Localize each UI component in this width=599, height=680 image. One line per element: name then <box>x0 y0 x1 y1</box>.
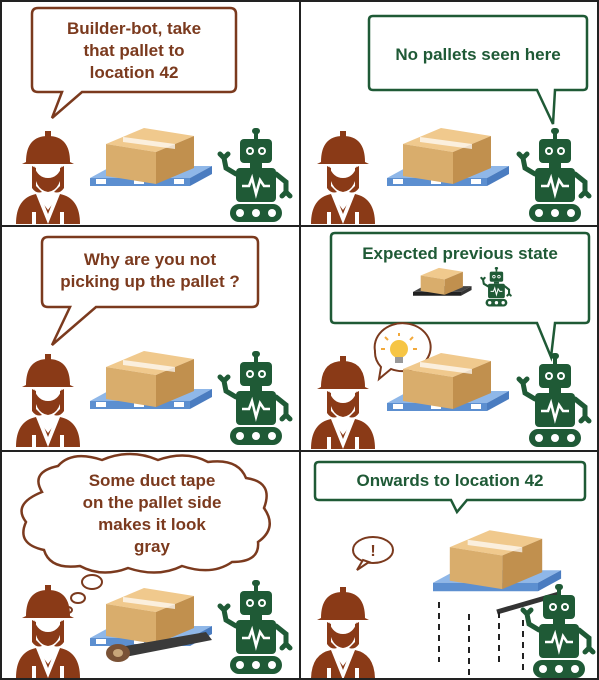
speech-text: Builder-bot, take that pallet to locatio… <box>32 18 236 84</box>
speech-bubble <box>313 460 587 515</box>
robot-icon <box>220 351 290 445</box>
thought-text: Some duct tape on the pallet side makes … <box>52 470 252 558</box>
robot-icon <box>220 128 290 222</box>
robot-icon <box>519 128 589 222</box>
panel-4: Expected previous state <box>299 225 599 452</box>
duct-tape-icon <box>114 632 212 658</box>
speech-line: Why are you not <box>83 250 217 269</box>
thought-line: makes it look <box>98 515 206 534</box>
speech-line: location 42 <box>89 63 179 82</box>
thought-line: gray <box>134 537 170 556</box>
box-icon <box>387 128 509 186</box>
worker-icon <box>16 131 80 224</box>
speech-text: Onwards to location 42 <box>356 471 544 490</box>
speech-line: Builder-bot, take <box>66 19 202 38</box>
panel-2: No pallets seen here <box>299 0 599 227</box>
worker-icon <box>311 587 375 678</box>
thought-line: on the pallet side <box>82 493 222 512</box>
panel-6: ! Onwards to location 42 <box>299 450 599 680</box>
worker-icon <box>16 354 80 447</box>
panel-1: Builder-bot, take that pallet to locatio… <box>0 0 301 227</box>
robot-icon <box>220 580 290 674</box>
thought-line: Some duct tape <box>88 471 216 490</box>
speech-bubble <box>40 235 260 346</box>
worker-icon <box>311 356 375 449</box>
exclamation-icon: ! <box>370 543 375 560</box>
robot-icon <box>519 353 589 447</box>
speech-bubble <box>367 14 589 125</box>
motion-lines <box>438 602 524 676</box>
speech-text: Expected previous state <box>362 244 558 263</box>
speech-bubble <box>30 6 238 119</box>
exclamation-bubble <box>352 536 394 564</box>
box-icon <box>413 267 472 296</box>
speech-text: Why are you not picking up the pallet ? <box>42 249 258 293</box>
speech-line: that pallet to <box>83 41 185 60</box>
panel-5: Some duct tape on the pallet side makes … <box>0 450 301 680</box>
panel-3: Why are you not picking up the pallet ? <box>0 225 301 452</box>
box-icon <box>433 530 562 592</box>
robot-icon <box>523 584 593 678</box>
lightbulb-icon <box>381 333 417 363</box>
speech-line: picking up the pallet ? <box>60 272 240 291</box>
speech-text: No pallets seen here <box>395 45 561 64</box>
worker-icon <box>311 131 375 224</box>
thought-bubble <box>20 452 271 574</box>
box-icon <box>90 351 212 409</box>
box-icon <box>90 128 212 186</box>
